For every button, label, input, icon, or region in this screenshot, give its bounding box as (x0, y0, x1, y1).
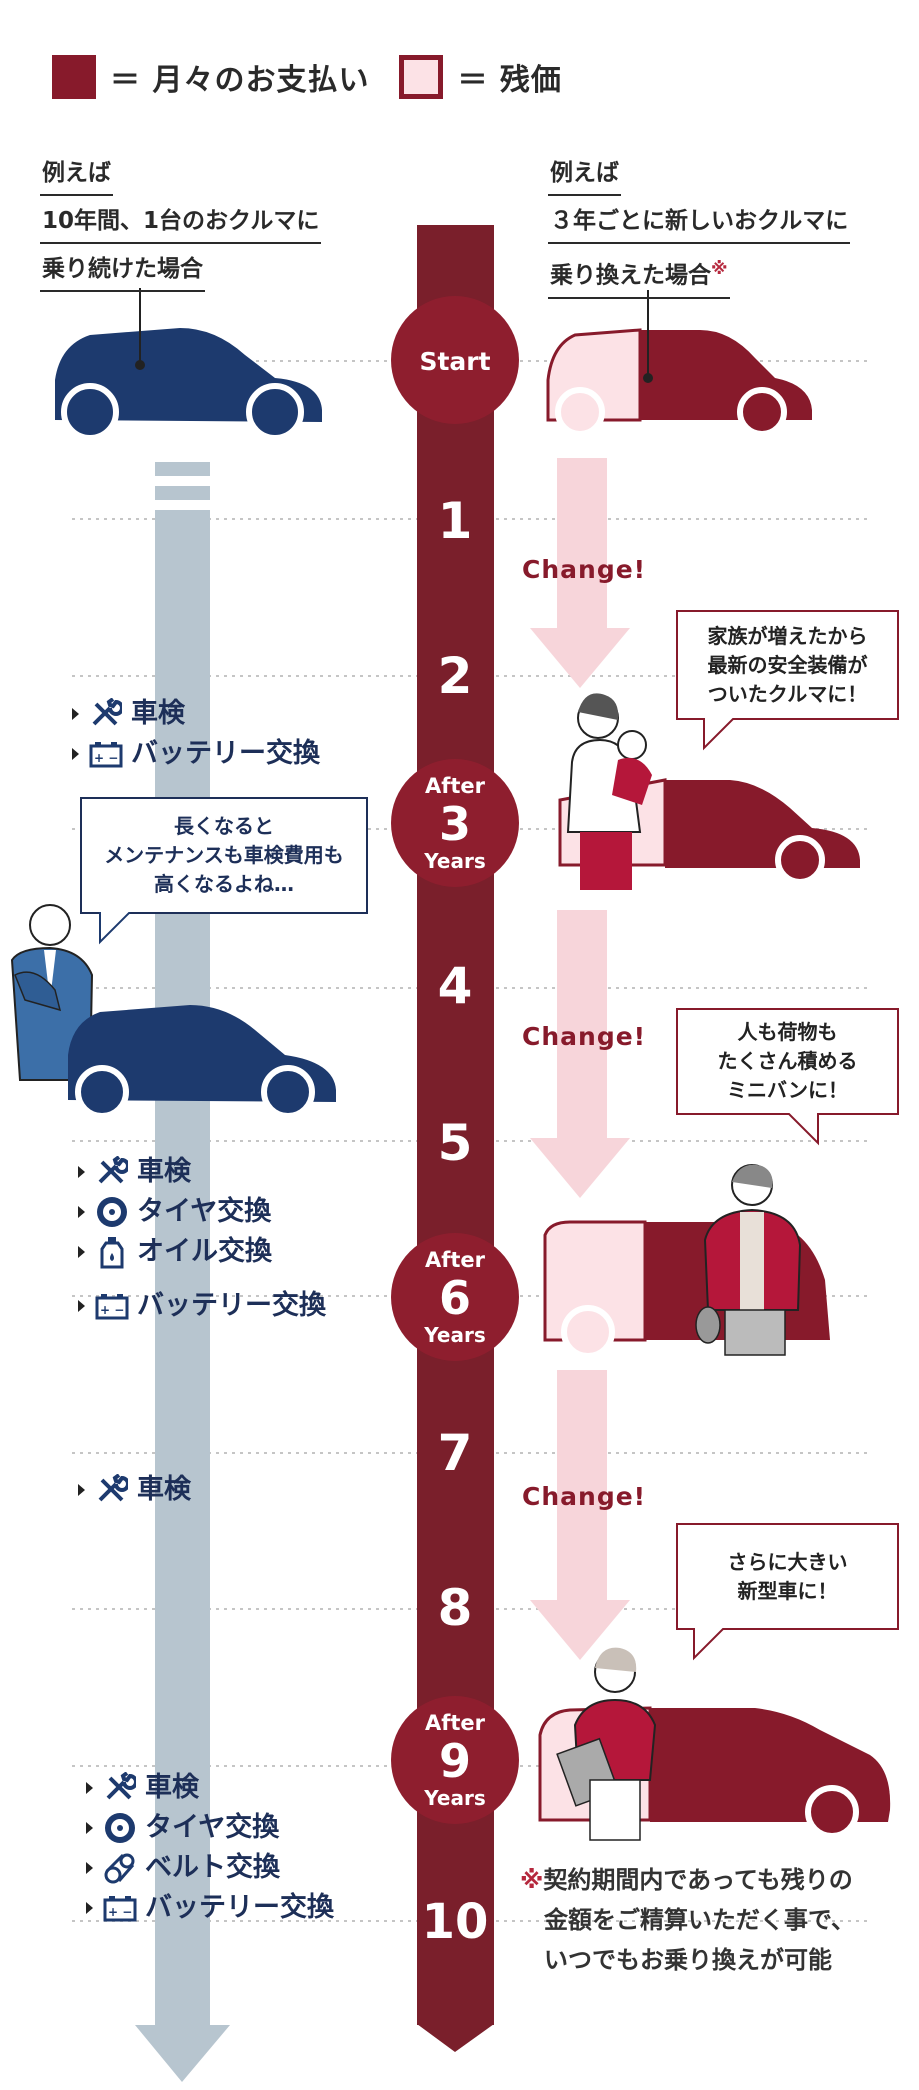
wrench-screwdriver-icon (95, 1473, 129, 1507)
bubble-tail-left (99, 912, 131, 945)
legend-label-residual: ＝ 残価 (457, 63, 562, 98)
after-9-circle (391, 1696, 519, 1824)
woman-with-clipboard (556, 1647, 657, 1841)
woman-with-baby (566, 693, 652, 890)
start-circle (391, 296, 519, 424)
footnote-line1: 契約期間内であっても残りの (543, 1866, 853, 1894)
maintenance-item: 車検 (78, 1470, 191, 1510)
wrench-screwdriver-icon (89, 697, 123, 731)
footnote-line3: いつでもお乗り換えが可能 (544, 1946, 832, 1974)
change-label-2: Change! (522, 1022, 647, 1051)
maintenance-item: 車検 (86, 1768, 334, 1808)
bubble-tail-right-2 (787, 1113, 819, 1146)
left-heading-line1: 例えば (40, 150, 113, 196)
maintenance-item: タイヤ交換 (86, 1808, 334, 1848)
right-heading-line3: 乗り換えた場合※ (548, 246, 730, 299)
left-grey-bar (135, 462, 230, 2082)
maintenance-item: 車検 (78, 1152, 326, 1192)
legend: ＝ 月々のお支払い ＝ 残価 (52, 52, 592, 102)
left-heading-line3: 乗り続けた場合 (40, 246, 205, 292)
maintenance-item: + − バッテリー交換 (86, 1888, 334, 1928)
speech-bubble-right-3: さらに大きい 新型車に！ (676, 1523, 899, 1630)
footnote-mark: ※ (711, 259, 728, 279)
oil-can-icon (95, 1235, 129, 1269)
footnote: ※契約期間内であっても残りの 金額をご精算いただく事で、 いつでもお乗り換えが可… (520, 1860, 855, 1980)
speech-bubble-right-1: 家族が増えたから 最新の安全装備が ついたクルマに！ (676, 610, 899, 720)
battery-icon: + − (89, 737, 123, 771)
maintenance-item: タイヤ交換 (78, 1192, 326, 1232)
maintenance-year2: 車検 + − バッテリー交換 (72, 694, 320, 774)
right-heading: 例えば ３年ごとに新しいおクルマに 乗り換えた場合※ (548, 150, 851, 299)
svg-text:+ −: + − (100, 1303, 124, 1317)
bubble-tail-right-1 (703, 718, 735, 751)
maintenance-year9: 車検 タイヤ交換 ベルト交換 + − バッテリー交換 (86, 1768, 334, 1928)
speech-bubble-right-2: 人も荷物も たくさん積める ミニバンに！ (676, 1008, 899, 1115)
tire-icon (103, 1811, 137, 1845)
tire-icon (95, 1195, 129, 1229)
after-6-circle (391, 1233, 519, 1361)
maintenance-item: + − バッテリー交換 (72, 734, 320, 774)
legend-swatch-residual (399, 55, 444, 99)
left-heading-line2: 10年間、1台のおクルマに (40, 198, 322, 244)
navy-car-year4 (68, 1005, 336, 1119)
footnote-line2: 金額をご精算いただく事で、 (544, 1906, 856, 1934)
wrench-screwdriver-icon (95, 1155, 129, 1189)
bubble-tail-right-3 (693, 1628, 725, 1661)
left-heading: 例えば 10年間、1台のおクルマに 乗り続けた場合 (40, 150, 322, 294)
navy-car-start (55, 288, 322, 441)
wrench-screwdriver-icon (103, 1771, 137, 1805)
maintenance-year5: 車検 タイヤ交換 オイル交換 + − バッテリー交換 (78, 1152, 326, 1326)
after-3-circle (391, 759, 519, 887)
svg-text:+ −: + − (108, 1905, 132, 1919)
battery-icon: + − (95, 1289, 129, 1323)
maintenance-item: + − バッテリー交換 (78, 1286, 326, 1326)
belt-icon (103, 1851, 137, 1885)
maintenance-item: オイル交換 (78, 1232, 326, 1272)
change-label-1: Change! (522, 555, 647, 584)
maintenance-item: ベルト交換 (86, 1848, 334, 1888)
svg-text:+ −: + − (94, 751, 118, 765)
maintenance-year7: 車検 (78, 1470, 191, 1510)
pink-maroon-car-start (546, 290, 812, 437)
right-heading-line1: 例えば (548, 150, 621, 196)
elderly-man-right (695, 1164, 802, 1356)
battery-icon: + − (103, 1891, 137, 1925)
footnote-mark: ※ (520, 1866, 544, 1894)
maintenance-item: 車検 (72, 694, 320, 734)
change-label-3: Change! (522, 1482, 647, 1511)
change-arrows (530, 458, 630, 1660)
legend-swatch-payment (52, 55, 96, 99)
legend-label-payment: ＝ 月々のお支払い (110, 63, 370, 98)
right-heading-line2: ３年ごとに新しいおクルマに (548, 198, 851, 244)
speech-bubble-left: 長くなると メンテナンスも車検費用も 高くなるよね… (80, 797, 368, 914)
